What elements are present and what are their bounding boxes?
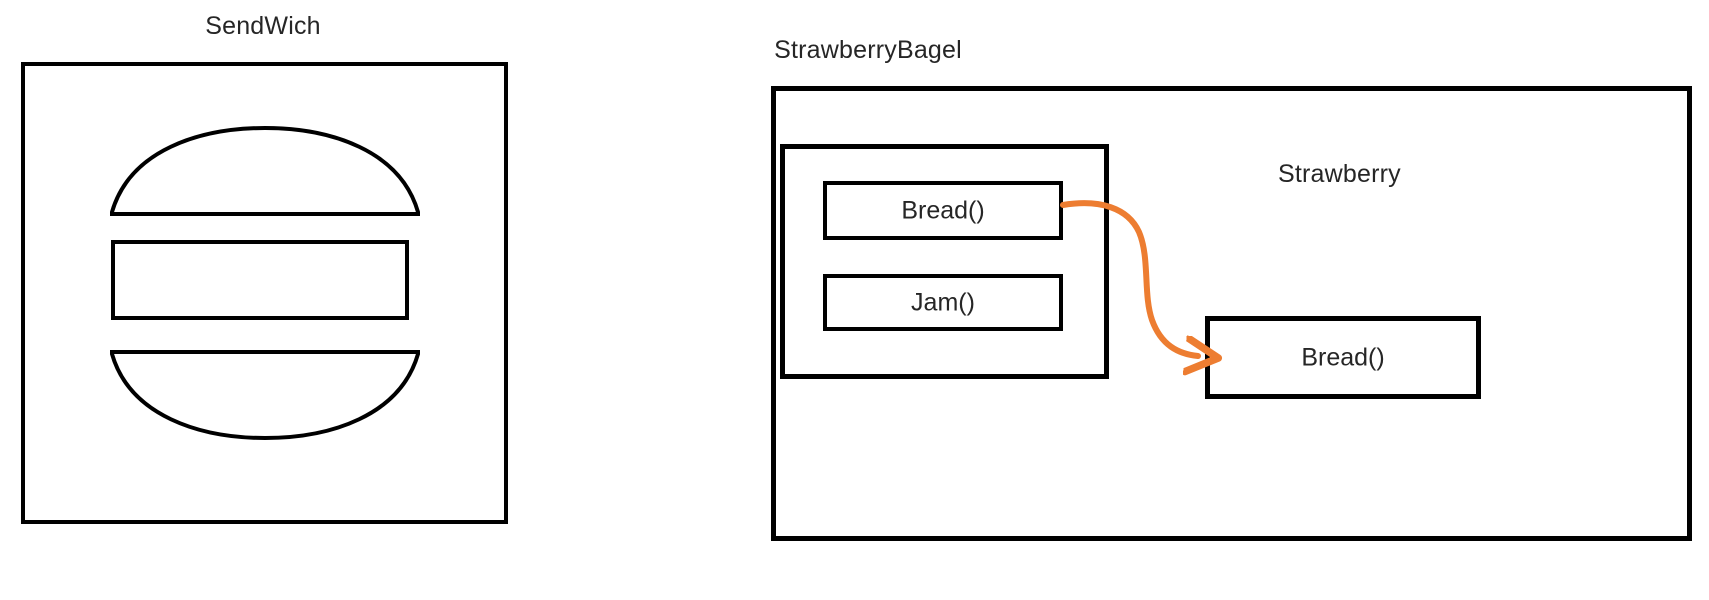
jam-method-box[interactable]: Jam() <box>823 274 1063 331</box>
sendwich-frame <box>21 62 508 524</box>
strawberrybagel-frame <box>771 86 1692 541</box>
bagel-inner-group-frame <box>780 144 1109 379</box>
bread-method-label-outer: Bread() <box>1301 343 1385 371</box>
strawberrybagel-title: StrawberryBagel <box>774 36 962 64</box>
bread-method-box-inner[interactable]: Bread() <box>823 181 1063 240</box>
jam-method-label: Jam() <box>911 288 975 316</box>
sandwich-filling-shape <box>111 240 409 320</box>
sendwich-title: SendWich <box>205 12 321 40</box>
bread-method-label-inner: Bread() <box>901 196 985 224</box>
strawberry-label: Strawberry <box>1278 160 1401 188</box>
top-bun-shape <box>110 125 420 216</box>
bottom-bun-shape <box>110 350 420 441</box>
sandwich-illustration <box>110 125 420 441</box>
bread-method-box-outer[interactable]: Bread() <box>1205 316 1481 399</box>
